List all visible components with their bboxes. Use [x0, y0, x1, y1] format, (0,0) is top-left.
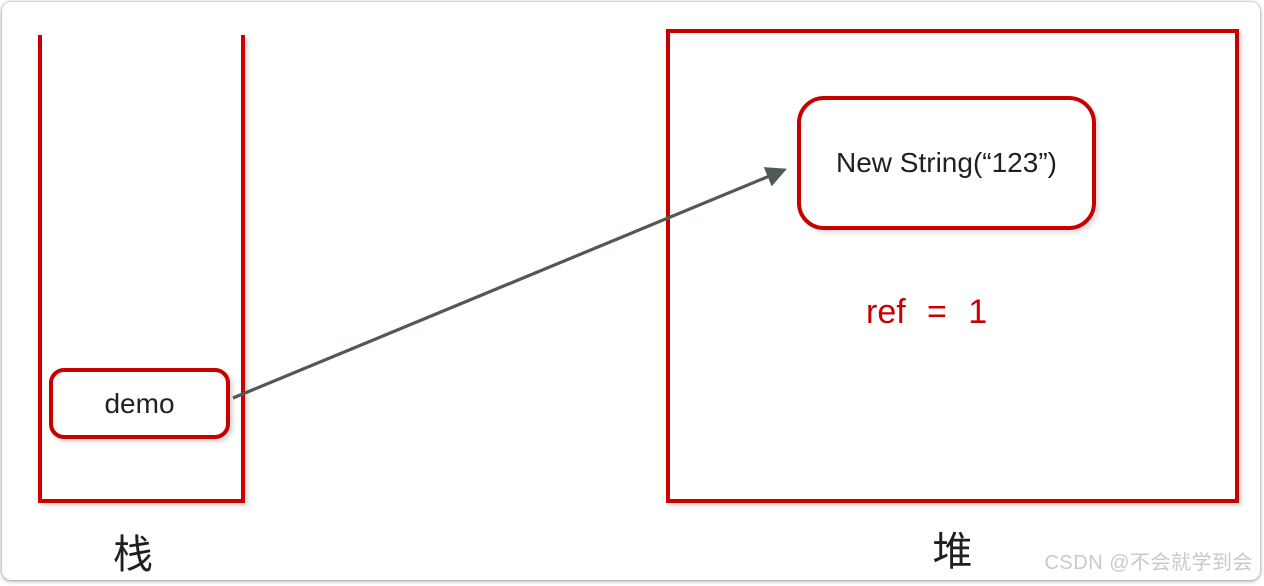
csdn-watermark: CSDN @不会就学到会: [1044, 552, 1253, 574]
stack-variable-node: demo: [49, 368, 230, 439]
stack-variable-label: demo: [104, 387, 175, 419]
heap-object-label: New String(“123”): [836, 147, 1057, 178]
heap-title: 堆: [932, 530, 973, 574]
stack-title: 栈: [113, 533, 153, 577]
heap-object-node: New String(“123”): [797, 96, 1096, 230]
ref-count-text: ref = 1: [866, 293, 988, 331]
